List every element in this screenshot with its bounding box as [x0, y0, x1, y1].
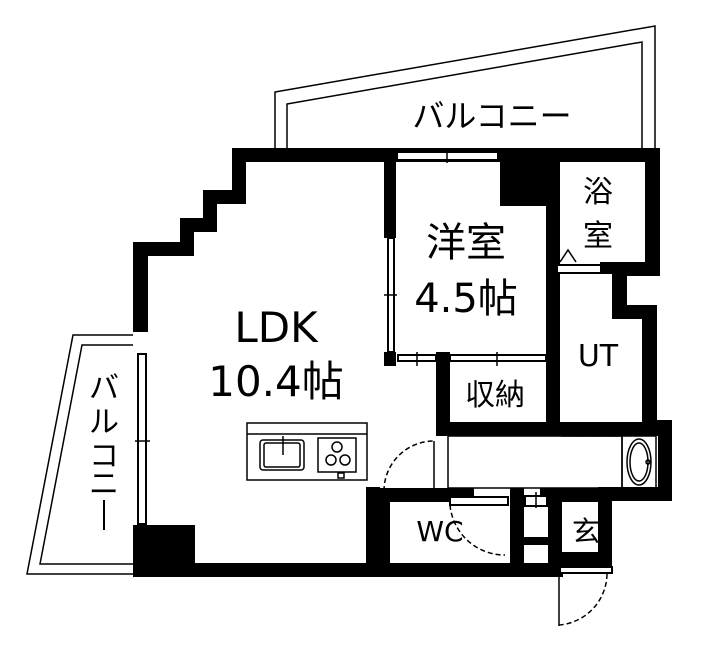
utility-label: UT: [578, 339, 619, 374]
ldk-size: 10.4帖: [208, 357, 344, 406]
balcony-top-label: バルコニー: [412, 97, 571, 135]
western-room-size: 4.5帖: [414, 276, 518, 322]
balcony-left-label: バ ル コ ニ: [89, 371, 119, 530]
entrance-label: 玄: [572, 515, 600, 548]
balcony-top-outline: [274, 25, 656, 150]
balcony-left-char: ニ: [89, 467, 119, 502]
balcony-left-char: バ: [89, 371, 119, 406]
kitchen-counter: [246, 422, 368, 481]
ldk-label: LDK: [234, 303, 319, 352]
balcony-left-outline: [26, 334, 133, 575]
interior-walls: [366, 148, 658, 568]
balcony-left-char: コ: [89, 439, 119, 474]
balcony-left-char: ル: [89, 405, 119, 440]
washbasin: [447, 427, 657, 489]
door-swings: [383, 440, 608, 626]
wc-label: WC: [416, 515, 463, 548]
bath-label-line1: 浴: [583, 175, 613, 210]
bath-label-line2: 室: [583, 219, 613, 254]
bath-step-icon: [559, 248, 577, 263]
western-room-label: 洋室: [426, 220, 506, 266]
windows: [135, 150, 613, 574]
storage-label: 収納: [465, 378, 525, 413]
